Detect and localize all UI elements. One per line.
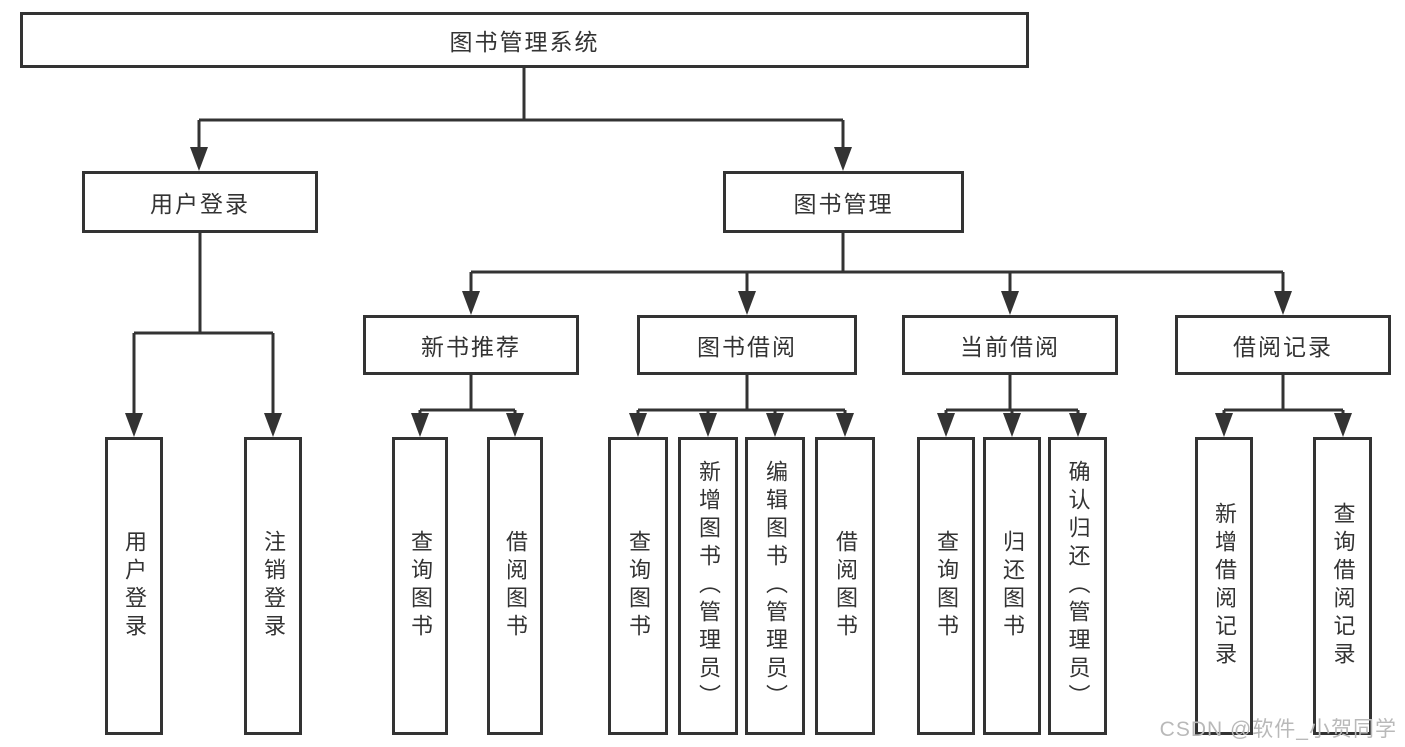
connector-arrowheads bbox=[125, 147, 1352, 437]
node-book-management: 图书管理 bbox=[723, 171, 964, 233]
leaf-query-books-current: 查询图书 bbox=[917, 437, 975, 735]
leaf-user-login: 用户登录 bbox=[105, 437, 163, 735]
leaf-query-books-recommend: 查询图书 bbox=[392, 437, 448, 735]
leaf-add-borrow-record: 新增借阅记录 bbox=[1195, 437, 1253, 735]
watermark: CSDN @软件_小贺同学 bbox=[1159, 718, 1397, 741]
leaf-logout: 注销登录 bbox=[244, 437, 302, 735]
arrowhead bbox=[766, 413, 784, 437]
arrowhead bbox=[1001, 291, 1019, 315]
node-book-borrowing: 图书借阅 bbox=[637, 315, 857, 375]
arrowhead bbox=[462, 291, 480, 315]
arrowhead bbox=[411, 413, 429, 437]
arrowhead bbox=[834, 147, 852, 171]
node-root-library-management-system: 图书管理系统 bbox=[20, 12, 1029, 68]
node-new-book-recommendation: 新书推荐 bbox=[363, 315, 579, 375]
arrowhead bbox=[699, 413, 717, 437]
arrowhead bbox=[506, 413, 524, 437]
arrowhead bbox=[629, 413, 647, 437]
arrowhead bbox=[738, 291, 756, 315]
node-current-borrowing: 当前借阅 bbox=[902, 315, 1118, 375]
arrowhead bbox=[1334, 413, 1352, 437]
arrowhead bbox=[125, 413, 143, 437]
arrowhead bbox=[1215, 413, 1233, 437]
leaf-borrow-books-recommend: 借阅图书 bbox=[487, 437, 543, 735]
arrowhead bbox=[836, 413, 854, 437]
arrowhead bbox=[190, 147, 208, 171]
leaf-confirm-return-admin: 确认归还（管理员） bbox=[1048, 437, 1107, 735]
leaf-return-books: 归还图书 bbox=[983, 437, 1041, 735]
leaf-query-borrow-record: 查询借阅记录 bbox=[1313, 437, 1372, 735]
leaf-add-books-admin: 新增图书（管理员） bbox=[678, 437, 738, 735]
node-user-login: 用户登录 bbox=[82, 171, 318, 233]
leaf-query-books-borrow: 查询图书 bbox=[608, 437, 668, 735]
arrowhead bbox=[937, 413, 955, 437]
arrowhead bbox=[1274, 291, 1292, 315]
leaf-borrow-books: 借阅图书 bbox=[815, 437, 875, 735]
arrowhead bbox=[1069, 413, 1087, 437]
arrowhead bbox=[1003, 413, 1021, 437]
leaf-edit-books-admin: 编辑图书（管理员） bbox=[745, 437, 805, 735]
node-borrowing-records: 借阅记录 bbox=[1175, 315, 1391, 375]
arrowhead bbox=[264, 413, 282, 437]
